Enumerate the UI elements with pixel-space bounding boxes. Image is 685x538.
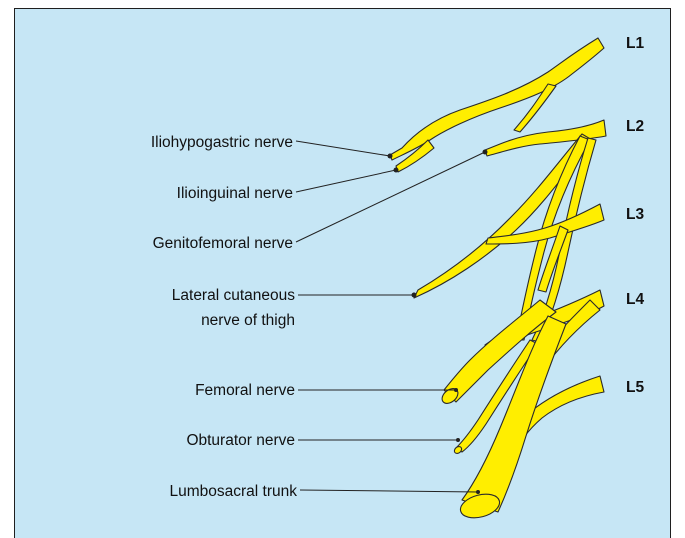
label-lateral-cutaneous-line2: nerve of thigh <box>201 312 295 329</box>
dot-femoral <box>454 388 458 392</box>
dot-iliohypogastric <box>388 154 393 159</box>
l2-descending-anterior <box>414 134 592 298</box>
dot-ilioinguinal <box>394 168 399 173</box>
root-labels: L1 L2 L3 L4 L5 <box>626 35 644 396</box>
root-label-l3: L3 <box>626 206 644 223</box>
label-obturator: Obturator nerve <box>186 432 295 449</box>
label-femoral: Femoral nerve <box>195 382 295 399</box>
root-label-l5: L5 <box>626 379 644 396</box>
nerve-plexus <box>390 38 606 522</box>
dot-lumbosacral <box>476 490 480 494</box>
label-ilioinguinal: Ilioinguinal nerve <box>177 185 293 202</box>
leader-genitofemoral <box>296 152 485 242</box>
label-genitofemoral: Genitofemoral nerve <box>153 235 293 252</box>
leader-iliohypogastric <box>296 141 390 156</box>
leader-lumbosacral <box>300 490 478 492</box>
dot-obturator <box>456 438 460 442</box>
root-label-l1: L1 <box>626 35 644 52</box>
l1-root <box>390 38 604 160</box>
dot-genitofemoral <box>483 150 488 155</box>
leader-lines <box>296 141 488 494</box>
label-lumbosacral: Lumbosacral trunk <box>169 483 297 500</box>
nerve-labels: Iliohypogastric nerve Ilioinguinal nerve… <box>151 134 297 500</box>
root-label-l4: L4 <box>626 291 644 308</box>
label-iliohypogastric: Iliohypogastric nerve <box>151 134 293 151</box>
root-label-l2: L2 <box>626 118 644 135</box>
leader-ilioinguinal <box>296 170 396 192</box>
label-lateral-cutaneous-line1: Lateral cutaneous <box>172 287 295 304</box>
dot-lateral-cutaneous <box>412 293 417 298</box>
